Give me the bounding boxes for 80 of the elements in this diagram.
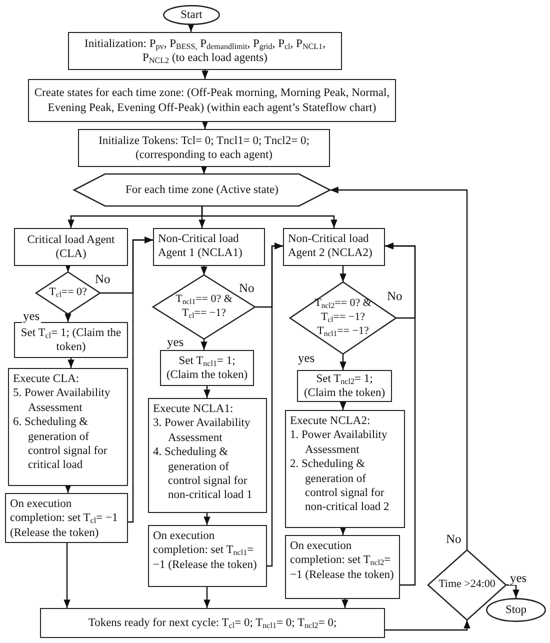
list-item: 1. Power Availability Assessment: [290, 428, 388, 458]
arrow: [385, 242, 416, 586]
process-box: [28, 79, 396, 122]
arrow: [202, 70, 208, 79]
node-text: Set T$_{ncl2}$= 1; (Claim the token): [302, 372, 386, 400]
arrow: [385, 620, 470, 631]
list-item: 6. Scheduling & generation of control signal for critical load: [13, 415, 108, 473]
arrow: [204, 587, 210, 608]
node-text: For each time zone (Active state): [126, 182, 278, 198]
arrow: [340, 526, 346, 535]
node-text: Time >24:00: [438, 578, 496, 592]
node-text: On execution completion: set T$_{ncl1}$= −1 (Release the token): [153, 529, 258, 572]
node-text: Non-Critical load Agent 1 (NCLA1): [158, 232, 244, 261]
process-box: [148, 398, 267, 513]
process-box: [68, 32, 342, 70]
terminal-ellipse: [486, 598, 546, 622]
arrow: [68, 358, 74, 368]
box-heading: Execute NCLA2:: [290, 414, 372, 428]
node-text: Tokens ready for next cycle: T$_{cl}$= 0; T$_{ncl1}$= 0; T$_{ncl2}$= 0;: [88, 616, 337, 630]
node-text: Initialize Tokens: Tcl= 0; Tncl1= 0; Tncl2= 0; (corresponding to each agent): [98, 134, 310, 162]
arrow: [200, 266, 208, 275]
arrow: [64, 484, 72, 493]
node-text: Start: [180, 8, 202, 22]
arrow: [340, 266, 346, 282]
arrow: [128, 236, 153, 523]
process-box: [5, 493, 128, 543]
edge-label: No: [445, 533, 462, 546]
arrow: [201, 206, 338, 228]
process-box: [283, 228, 385, 266]
node-text: Initialization: P$_{pv}$, P$_{BESS,}$ P$_{demandlimit}$, P$_{grid}$, P$_{cl}$, P$_{NCL1}$, P$_{NCL2}$ (to each load agents): [84, 36, 326, 66]
decision-diamond: [428, 550, 506, 620]
loop-hexagon: [74, 174, 330, 206]
node-text: Set T$_{cl}$= 1; (Claim the token): [20, 326, 122, 354]
arrow: [64, 264, 72, 272]
arrow: [200, 339, 208, 350]
node-text: Critical load Agent (CLA): [26, 232, 116, 262]
process-box: [153, 228, 265, 266]
arrow: [342, 599, 348, 608]
arrow: [188, 24, 194, 32]
node-text: Set T$_{ncl1}$= 1; (Claim the token): [165, 354, 249, 382]
node-text: Non-Critical load Agent 2 (NCLA2): [288, 232, 374, 261]
arrow: [267, 242, 283, 567]
process-box: [40, 608, 385, 638]
process-box: [14, 228, 128, 266]
process-box: [8, 368, 128, 486]
arrow: [202, 120, 208, 129]
process-box: [160, 350, 254, 386]
arrow: [340, 354, 346, 370]
edge-label: No: [94, 273, 112, 286]
process-box: [78, 129, 330, 167]
arrow: [204, 513, 210, 525]
node-text: On execution completion: set T$_{cl}$= −1 (Release the token): [10, 497, 119, 540]
list-item: 3. Power Availability Assessment: [153, 416, 252, 446]
arrow: [204, 386, 210, 398]
process-box: [285, 535, 400, 599]
node-text: T$_{cl}$== 0?: [49, 286, 87, 300]
arrow: [506, 584, 520, 598]
edge-label: No: [386, 290, 404, 302]
edge-label: No: [238, 282, 256, 294]
list-item: 2. Scheduling & generation of control signal for non-critical load 2: [290, 457, 390, 515]
arrow: [200, 166, 208, 174]
arrow: [64, 543, 70, 608]
process-box: [285, 410, 405, 528]
node-text: On execution completion: set T$_{ncl2}$= −1 (Release the token): [290, 539, 395, 582]
box-heading: Execute CLA:: [13, 372, 80, 386]
node-text: Create states for each time zone: (Off-Peak morning, Morning Peak, Normal, Evening Peak, Evening Off-Peak) (within each agent’s Stateflow chart): [33, 86, 391, 115]
node-text: T$_{ncl2}$== 0? & T$_{cl}$== −1? T$_{ncl1}$== −1?: [314, 297, 372, 339]
list-item: 5. Power Availability Assessment: [13, 386, 112, 416]
box-heading: Execute NCLA1:: [153, 402, 234, 416]
list-item: 4. Scheduling & generation of control signal for non-critical load 1: [153, 445, 254, 503]
node-text: T$_{ncl1}$== 0? & T$_{cl}$== −1?: [174, 293, 234, 321]
process-box: [148, 525, 267, 587]
process-box: [297, 370, 392, 402]
decision-diamond: [153, 275, 255, 339]
process-box: [14, 322, 128, 358]
node-text: Stop: [505, 602, 527, 618]
arrow: [330, 186, 468, 550]
arrow: [64, 314, 72, 322]
terminal-ellipse: [163, 5, 220, 25]
arrow: [340, 402, 346, 410]
